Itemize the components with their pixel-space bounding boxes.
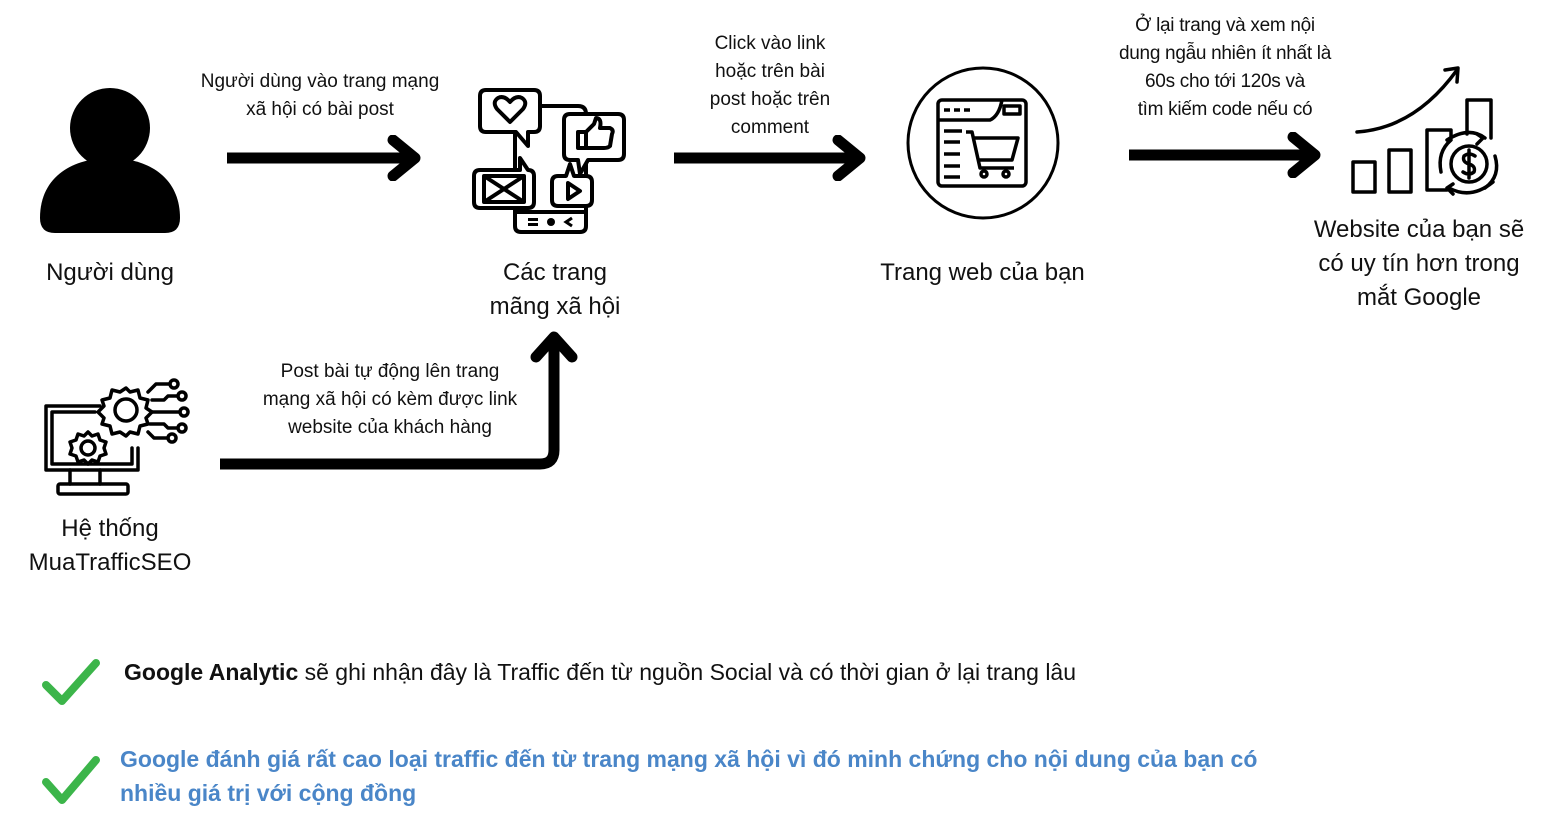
arrow-elbow-up-icon (220, 331, 578, 470)
benefit-item: Google đánh giá rất cao loại traffic đến… (42, 742, 1257, 810)
checkmark-icon (42, 756, 100, 804)
checkmark-icon (42, 659, 100, 705)
arrow-right-icon (674, 135, 866, 181)
arrow-right-icon (227, 135, 421, 181)
benefit-text: Google Analytic sẽ ghi nhận đây là Traff… (124, 659, 1077, 685)
web-shop-cart-icon (906, 66, 1060, 220)
user-node (30, 80, 190, 240)
system-node (40, 378, 200, 498)
website-node (904, 64, 1062, 222)
computer-gears-icon (44, 378, 190, 496)
user-icon (40, 88, 180, 233)
user-label: Người dùng (46, 259, 174, 286)
edge-social-website-text: Click vào link hoặc trên bài post hoặc t… (709, 33, 831, 138)
edge-user-social-text: Người dùng vào trang mạng xã hội có bài … (200, 71, 440, 120)
system-label: Hệ thống MuaTrafficSEO (28, 515, 192, 576)
website-label: Trang web của bạn (880, 259, 1085, 286)
social-media-phone-icon (472, 88, 626, 234)
result-node (1345, 60, 1515, 200)
edge-system-social-text: Post bài tự động lên trang mạng xã hội c… (262, 361, 518, 438)
result-label: Website của bạn sẽ có uy tín hơn trong m… (1313, 216, 1525, 311)
benefit-item: Google Analytic sẽ ghi nhận đây là Traff… (42, 655, 1076, 707)
social-node (470, 84, 630, 236)
arrow-right-icon (1129, 132, 1321, 178)
social-label: Các trang mãng xã hội (489, 259, 621, 320)
growth-chart-dollar-icon (1351, 66, 1499, 196)
benefit-text: Google đánh giá rất cao loại traffic đến… (120, 746, 1258, 806)
edge-website-result-text: Ở lại trang và xem nội dung ngẫu nhiên í… (1119, 15, 1331, 120)
